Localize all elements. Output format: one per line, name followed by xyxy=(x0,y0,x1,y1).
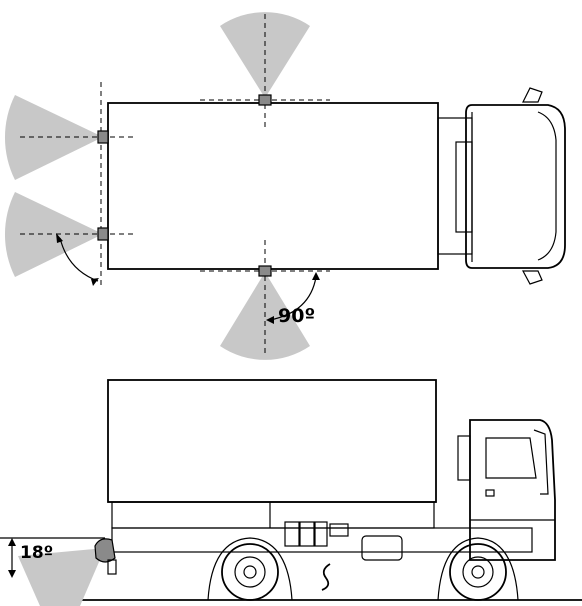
beam-left-lower xyxy=(4,192,104,277)
camera-top-center xyxy=(258,94,272,106)
angle-label-side-view: 18º xyxy=(20,543,53,563)
cab-side xyxy=(469,419,556,561)
camera-rear-side xyxy=(94,538,116,563)
rear-wheel-arch xyxy=(207,537,293,601)
battery-box-3 xyxy=(314,521,328,547)
angle-arc-bottom xyxy=(269,276,317,321)
battery-box-2 xyxy=(299,521,315,547)
front-wheel-arch xyxy=(437,537,519,601)
cargo-box-top xyxy=(107,102,439,270)
camera-left-lower xyxy=(97,227,109,241)
cab-back-panel xyxy=(457,435,471,481)
windshield-side xyxy=(533,429,549,495)
camera-bottom-center xyxy=(258,265,272,277)
beam-side-camera xyxy=(18,548,105,606)
rear-wheel xyxy=(221,543,279,601)
front-wheel xyxy=(449,543,507,601)
rear-wheel-hub xyxy=(243,565,257,579)
mirror-left-top xyxy=(522,87,543,103)
fuel-tank-top xyxy=(455,141,473,233)
fuel-tank-side xyxy=(361,535,403,561)
arrow-head-left-a xyxy=(56,233,63,243)
windshield-top xyxy=(537,111,557,261)
camera-mount xyxy=(107,559,117,575)
camera-left-upper xyxy=(97,130,109,144)
side-view: 18º xyxy=(0,379,582,606)
arrow-head-left-b xyxy=(91,278,99,286)
exhaust-pipe xyxy=(321,563,331,591)
side-rail xyxy=(111,501,435,529)
rear-wheel-rim xyxy=(234,556,266,588)
arrow-up-18 xyxy=(8,538,16,546)
side-box xyxy=(329,523,349,537)
beam-top-center xyxy=(220,12,310,98)
angle-label-top-view: 90º xyxy=(278,305,315,327)
door-handle xyxy=(485,489,495,497)
arrow-head-bottom-a xyxy=(266,316,274,324)
top-view: 90º xyxy=(4,12,566,360)
front-wheel-hub xyxy=(471,565,485,579)
cab-window xyxy=(485,437,537,479)
front-wheel-rim xyxy=(462,556,494,588)
mirror-right-top xyxy=(521,270,543,285)
cargo-box-side xyxy=(107,379,437,503)
beam-left-upper xyxy=(4,95,103,180)
battery-box xyxy=(284,521,300,547)
arrow-down-18 xyxy=(8,570,16,578)
arrow-head-bottom-b xyxy=(312,272,320,280)
cab-top xyxy=(465,104,566,269)
